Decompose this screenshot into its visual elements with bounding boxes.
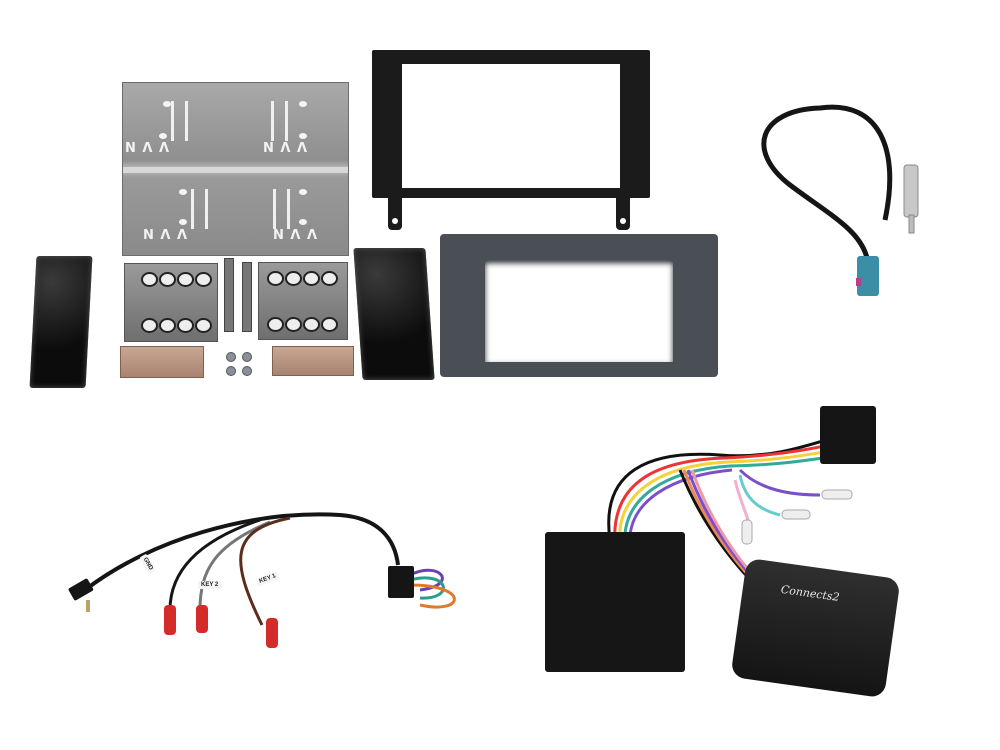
cage-marking: Ν Λ Λ <box>125 141 171 156</box>
fascia-window <box>485 260 673 362</box>
cage-hole <box>299 133 307 139</box>
cage-hole <box>159 133 167 139</box>
copper-plate-right <box>272 346 354 376</box>
cage-slot <box>205 189 208 229</box>
metal-mounting-cage: Ν Λ Λ Ν Λ Λ Ν Λ Λ Ν Λ Λ <box>122 82 349 256</box>
cage-marking: Ν Λ Λ <box>143 228 189 243</box>
cage-slot <box>285 101 288 141</box>
cage-slot <box>273 189 276 229</box>
wire-label-key2: KEY 2 <box>198 581 222 589</box>
grey-fascia-panel <box>440 234 718 377</box>
cage-slot <box>287 189 290 229</box>
cage-marking: Ν Λ Λ <box>273 228 319 243</box>
cage-slot <box>191 189 194 229</box>
cage-slot <box>271 101 274 141</box>
screw <box>242 366 252 376</box>
side-bracket-left <box>124 263 218 342</box>
frame-mounting-leg <box>616 196 630 230</box>
cage-hole <box>179 189 187 195</box>
release-key <box>242 262 252 332</box>
cage-divider <box>123 167 348 173</box>
copper-plate-left <box>120 346 204 378</box>
cage-slot <box>171 101 174 141</box>
cage-hole <box>163 101 171 107</box>
cage-marking: Ν Λ Λ <box>263 141 309 156</box>
release-key <box>224 258 234 332</box>
frame-mounting-leg <box>388 196 402 230</box>
cage-hole <box>299 101 307 107</box>
cage-hole <box>179 219 187 225</box>
screw <box>226 366 236 376</box>
side-bracket-right <box>258 262 348 340</box>
cage-hole <box>299 219 307 225</box>
black-mounting-frame <box>372 50 650 198</box>
quadlock-connector <box>545 532 685 672</box>
screw <box>226 352 236 362</box>
cage-hole <box>299 189 307 195</box>
screw <box>242 352 252 362</box>
cage-slot <box>185 101 188 141</box>
